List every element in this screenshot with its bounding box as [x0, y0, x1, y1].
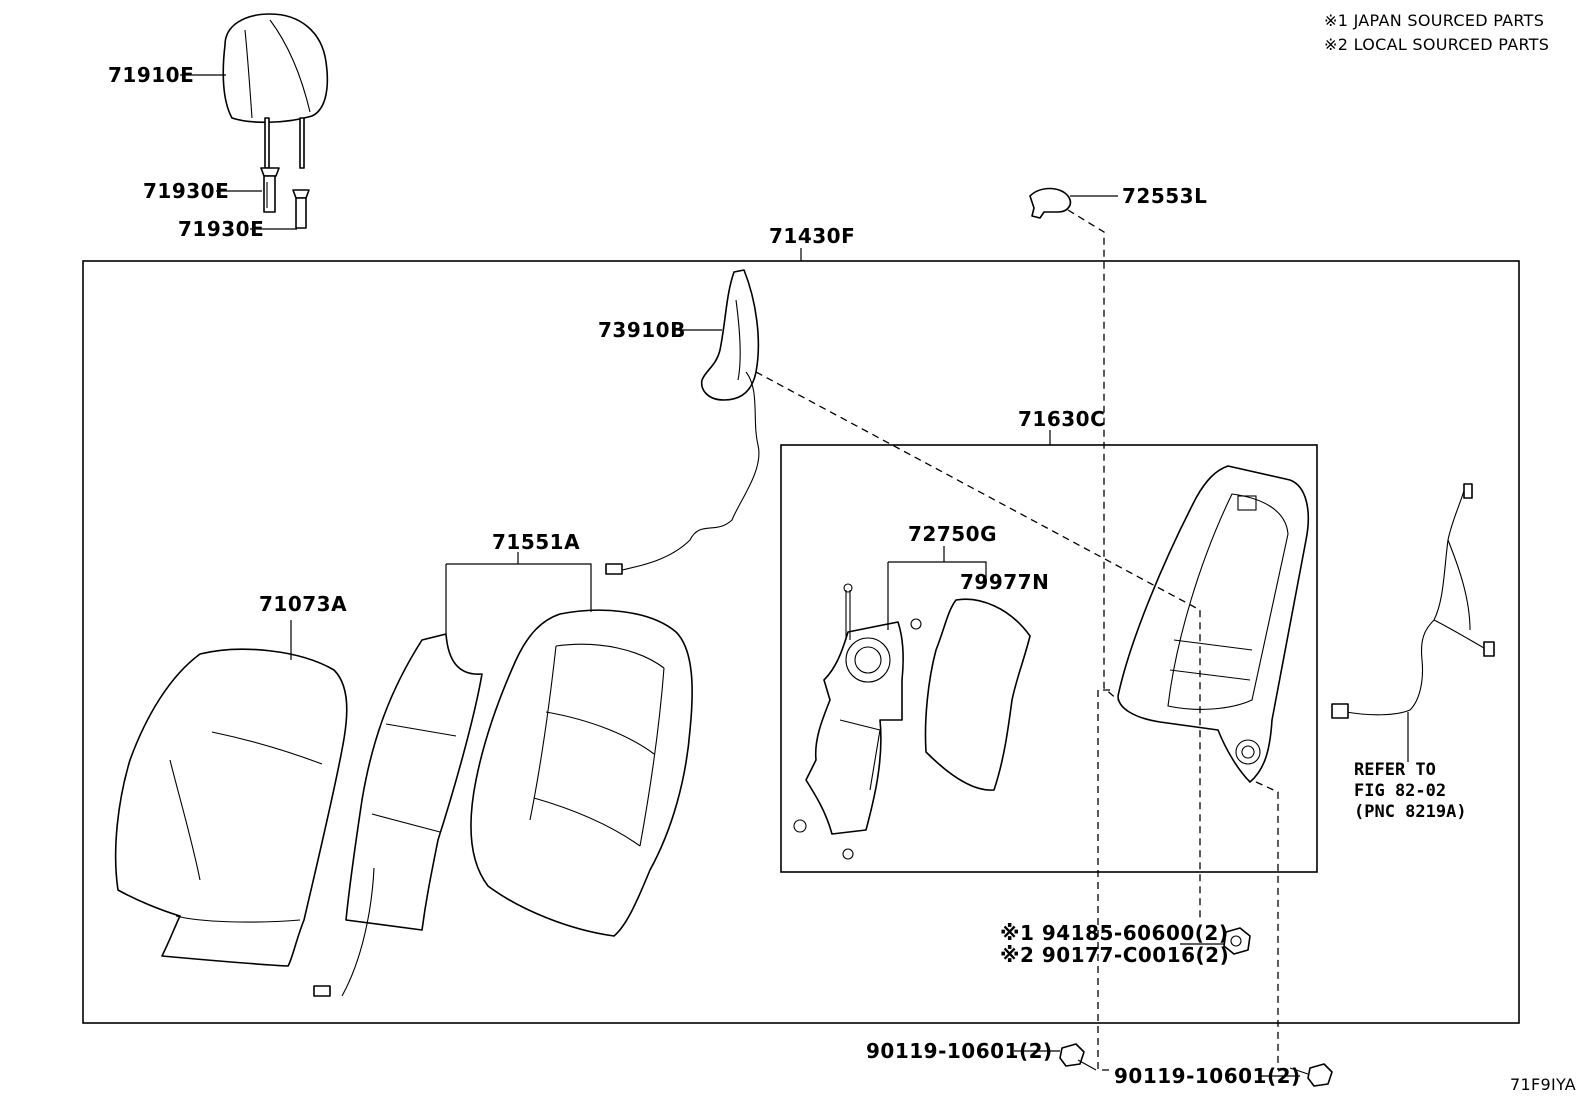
label-bolt-right: 90119-10601(2)	[1114, 1064, 1301, 1088]
bolt-right-part[interactable]	[1289, 1063, 1333, 1087]
headrest-support-1[interactable]	[260, 167, 280, 213]
side-airbag-part[interactable]	[605, 269, 760, 575]
label-71910E: 71910E	[108, 63, 194, 87]
label-nut-local: ※2 90177-C0016(2)	[1000, 943, 1229, 967]
label-71430F: 71430F	[769, 224, 855, 248]
bolt-left-part[interactable]	[1059, 1043, 1097, 1071]
nut-part[interactable]	[1223, 927, 1251, 955]
label-73910B: 73910B	[598, 318, 686, 342]
label-79977N: 79977N	[960, 570, 1049, 594]
label-nut-japan: ※1 94185-60600(2)	[1000, 921, 1228, 945]
wire-harness-part[interactable]	[1331, 483, 1495, 719]
seat-back-pad-part[interactable]	[470, 609, 693, 937]
assembly-box-71630C	[780, 444, 1318, 873]
label-71630C: 71630C	[1018, 407, 1105, 431]
lumbar-pad-part[interactable]	[924, 598, 1031, 791]
seat-frame-part[interactable]	[1117, 465, 1310, 783]
refer-line-2: FIG 82-02	[1354, 781, 1446, 801]
clip-part[interactable]	[1029, 187, 1072, 219]
label-72553L: 72553L	[1122, 184, 1207, 208]
seat-back-cover-part[interactable]	[114, 648, 348, 967]
headrest-support-2[interactable]	[292, 189, 310, 229]
label-72750G: 72750G	[908, 522, 997, 546]
label-71073A: 71073A	[259, 592, 347, 616]
note-local-sourced: ※2 LOCAL SOURCED PARTS	[1324, 35, 1549, 54]
label-71930E-a: 71930E	[143, 179, 229, 203]
label-71551A: 71551A	[492, 530, 580, 554]
refer-line-1: REFER TO	[1354, 760, 1436, 780]
seat-heater-part[interactable]	[313, 633, 483, 997]
label-bolt-left: 90119-10601(2)	[866, 1039, 1053, 1063]
note-japan-sourced: ※1 JAPAN SOURCED PARTS	[1324, 11, 1544, 30]
label-71930E-b: 71930E	[178, 217, 264, 241]
figure-id: 71F9IYA	[1510, 1075, 1576, 1094]
refer-line-3: (PNC 8219A)	[1354, 802, 1467, 822]
headrest-part[interactable]	[222, 13, 329, 169]
lumbar-mechanism-part[interactable]	[793, 583, 922, 860]
